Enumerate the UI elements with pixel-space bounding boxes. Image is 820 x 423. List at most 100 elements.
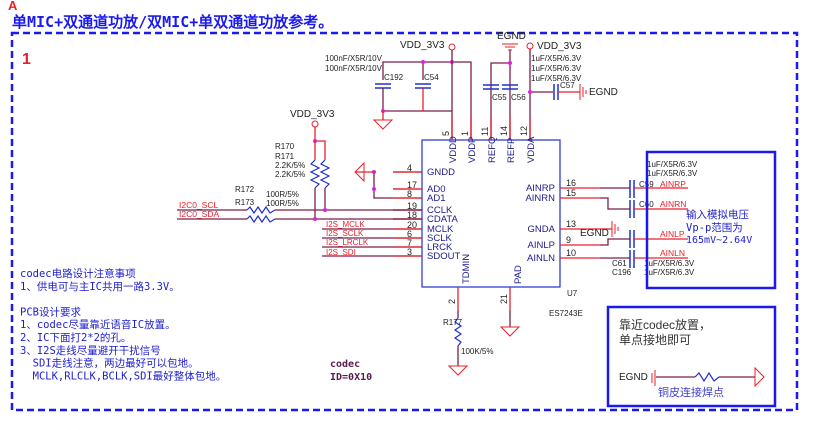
pin-name: CDATA [427,214,458,225]
egnd-note-line: 单点接地即可 [619,332,691,347]
net-ainln: AINLN [660,248,685,258]
c61-ref: C61 [612,259,627,268]
r172-value: 100R/5% [266,190,299,199]
pin-number: 16 [566,178,576,188]
pin-number: 15 [566,188,576,198]
ic-ref: U7 [567,289,578,298]
pin-number: 13 [566,219,576,229]
r177-ref: R177 [443,318,463,327]
pin-number: 20 [407,220,417,230]
c54-value: 100nF/X5R/10V [325,64,383,73]
ic-part: ES7243E [549,309,583,318]
pin-number: 9 [566,235,571,245]
pin-number: 4 [407,163,412,173]
net-i2s-sdi: I2S_SDI [326,248,356,257]
pin-number: 6 [407,229,412,239]
r171-ref: R171 [275,152,295,161]
pin-number: 18 [407,210,417,220]
r172-ref: R172 [235,185,255,194]
pin-number: 14 [499,126,509,136]
c61-value: 1uF/X5R/6.3V [644,259,695,268]
pin-number: 3 [407,247,412,257]
c56-ref: C56 [511,93,526,102]
codec-label: codec [330,359,360,370]
vdd-left-label: VDD_3V3 [290,109,335,120]
decoupling-c192-c54: 100nF/X5R/10V 100nF/X5R/10V C192 C54 VDD… [325,40,472,140]
pin-name: AINRN [525,193,555,204]
pin-number: 12 [519,126,529,136]
ground-icon [499,326,521,337]
pin-number: 8 [407,189,412,199]
net-i2s-lrclk: I2S_LRCLK [326,238,369,247]
c54-ref: C54 [424,73,439,82]
power-port-icon [448,43,456,51]
c192-ref: C192 [384,73,404,82]
c55-value: 1uF/X5R/6.3V [531,54,582,63]
design-note-line: 1、供电可与主IC共用一路3.3V。 [20,280,180,293]
input-note-box [645,150,777,290]
pin-number: 5 [441,131,451,136]
design-note-line: codec电路设计注意事项 [20,267,136,280]
c196-value: 1uF/X5R/6.3V [644,268,695,277]
c55-ref: C55 [492,93,507,102]
design-note-line: 3、I2S走线尽量避开干扰信号 [20,344,161,357]
i2c-bus: I2C0_SCL I2C0_SDA R172 R173 100R/5% 100R… [177,161,422,257]
r173-value: 100R/5% [266,199,299,208]
r170-ref: R170 [275,142,295,151]
c192-value: 100nF/X5R/10V [325,54,383,63]
pin-name: AINLP [528,240,555,251]
egnd-note-label: EGND [619,372,648,383]
i2c-pullups: VDD_3V3 R170 R171 2.2K/5% 2.2K/5% [275,109,335,220]
pin-name: AD1 [427,193,445,204]
r177-value: 100K/5% [461,347,493,356]
ground-icon [372,119,394,130]
vdd-right-label: VDD_3V3 [537,41,582,52]
c57-ref: C57 [560,81,575,90]
design-note-line: SDI走线注意，两边最好可以包地。 [20,357,199,370]
net-i2s-sclk: I2S_SCLK [326,229,364,238]
pin-name: VDDD [448,136,459,163]
pin-name: PAD [513,265,524,284]
input-note-line: 165mV~2.64V [686,235,752,246]
power-port-icon [526,42,534,50]
egnd-note-box: 靠近codec放置， 单点接地即可 EGND 铜皮连接焊点 [606,305,777,408]
pin-name: SCLK [427,233,452,244]
ground-icon [447,365,469,376]
c56-value: 1uF/X5R/6.3V [531,64,582,73]
pin-name: GNDD [427,167,455,178]
net-ainrp: AINRP [660,179,686,189]
pin-number: 10 [566,248,576,258]
egnd-note-caption: 铜皮连接焊点 [658,385,724,399]
input-note-line: 输入模拟电压 [686,208,749,221]
design-note-line: MCLK,RLCLK,BCLK,SDI最好整体包地。 [20,369,226,382]
pin-name: AINLN [527,253,555,264]
pin-number: 17 [407,180,417,190]
pin-number: 7 [407,238,412,248]
c59-value: 1uF/X5R/6.3V [647,160,698,169]
ref-caps: EGND C55 C56 VDD_3V3 1uF/X5R/6.3V 1uF/X5… [483,31,618,140]
codec-id: ID=0X10 [330,372,372,383]
design-note-line: PCB设计要求 [20,305,81,318]
egnd-top-label: EGND [497,31,526,42]
pin-name: AD0 [427,184,445,195]
analog-inputs: C59 C60 C61 C196 1uF/X5R/6.3V 1uF/X5R/6.… [580,150,777,290]
c57-value: 1uF/X5R/6.3V [531,74,582,83]
pin-name: MCLK [427,224,454,235]
pin-name: VDDA [526,136,537,163]
c196-ref: C196 [612,268,632,277]
pin-name: SDOUT [427,251,460,262]
egnd-c57-label: EGND [589,87,618,98]
net-ainlp: AINLP [660,229,685,239]
pin-number: 19 [407,201,417,211]
input-note-line: Vp-p范围为 [686,221,743,234]
r173-ref: R173 [235,198,255,207]
c60-value: 1uF/X5R/6.3V [647,169,698,178]
pin-name: REFP [506,138,517,163]
egnd-gnda-label: EGND [580,228,609,239]
design-note-line: 1、codec尽量靠近语音IC放置。 [20,318,176,331]
design-note-line: 2、IC下面打2*2的孔。 [20,331,131,344]
net-i2c-scl: I2C0_SCL [179,200,218,210]
